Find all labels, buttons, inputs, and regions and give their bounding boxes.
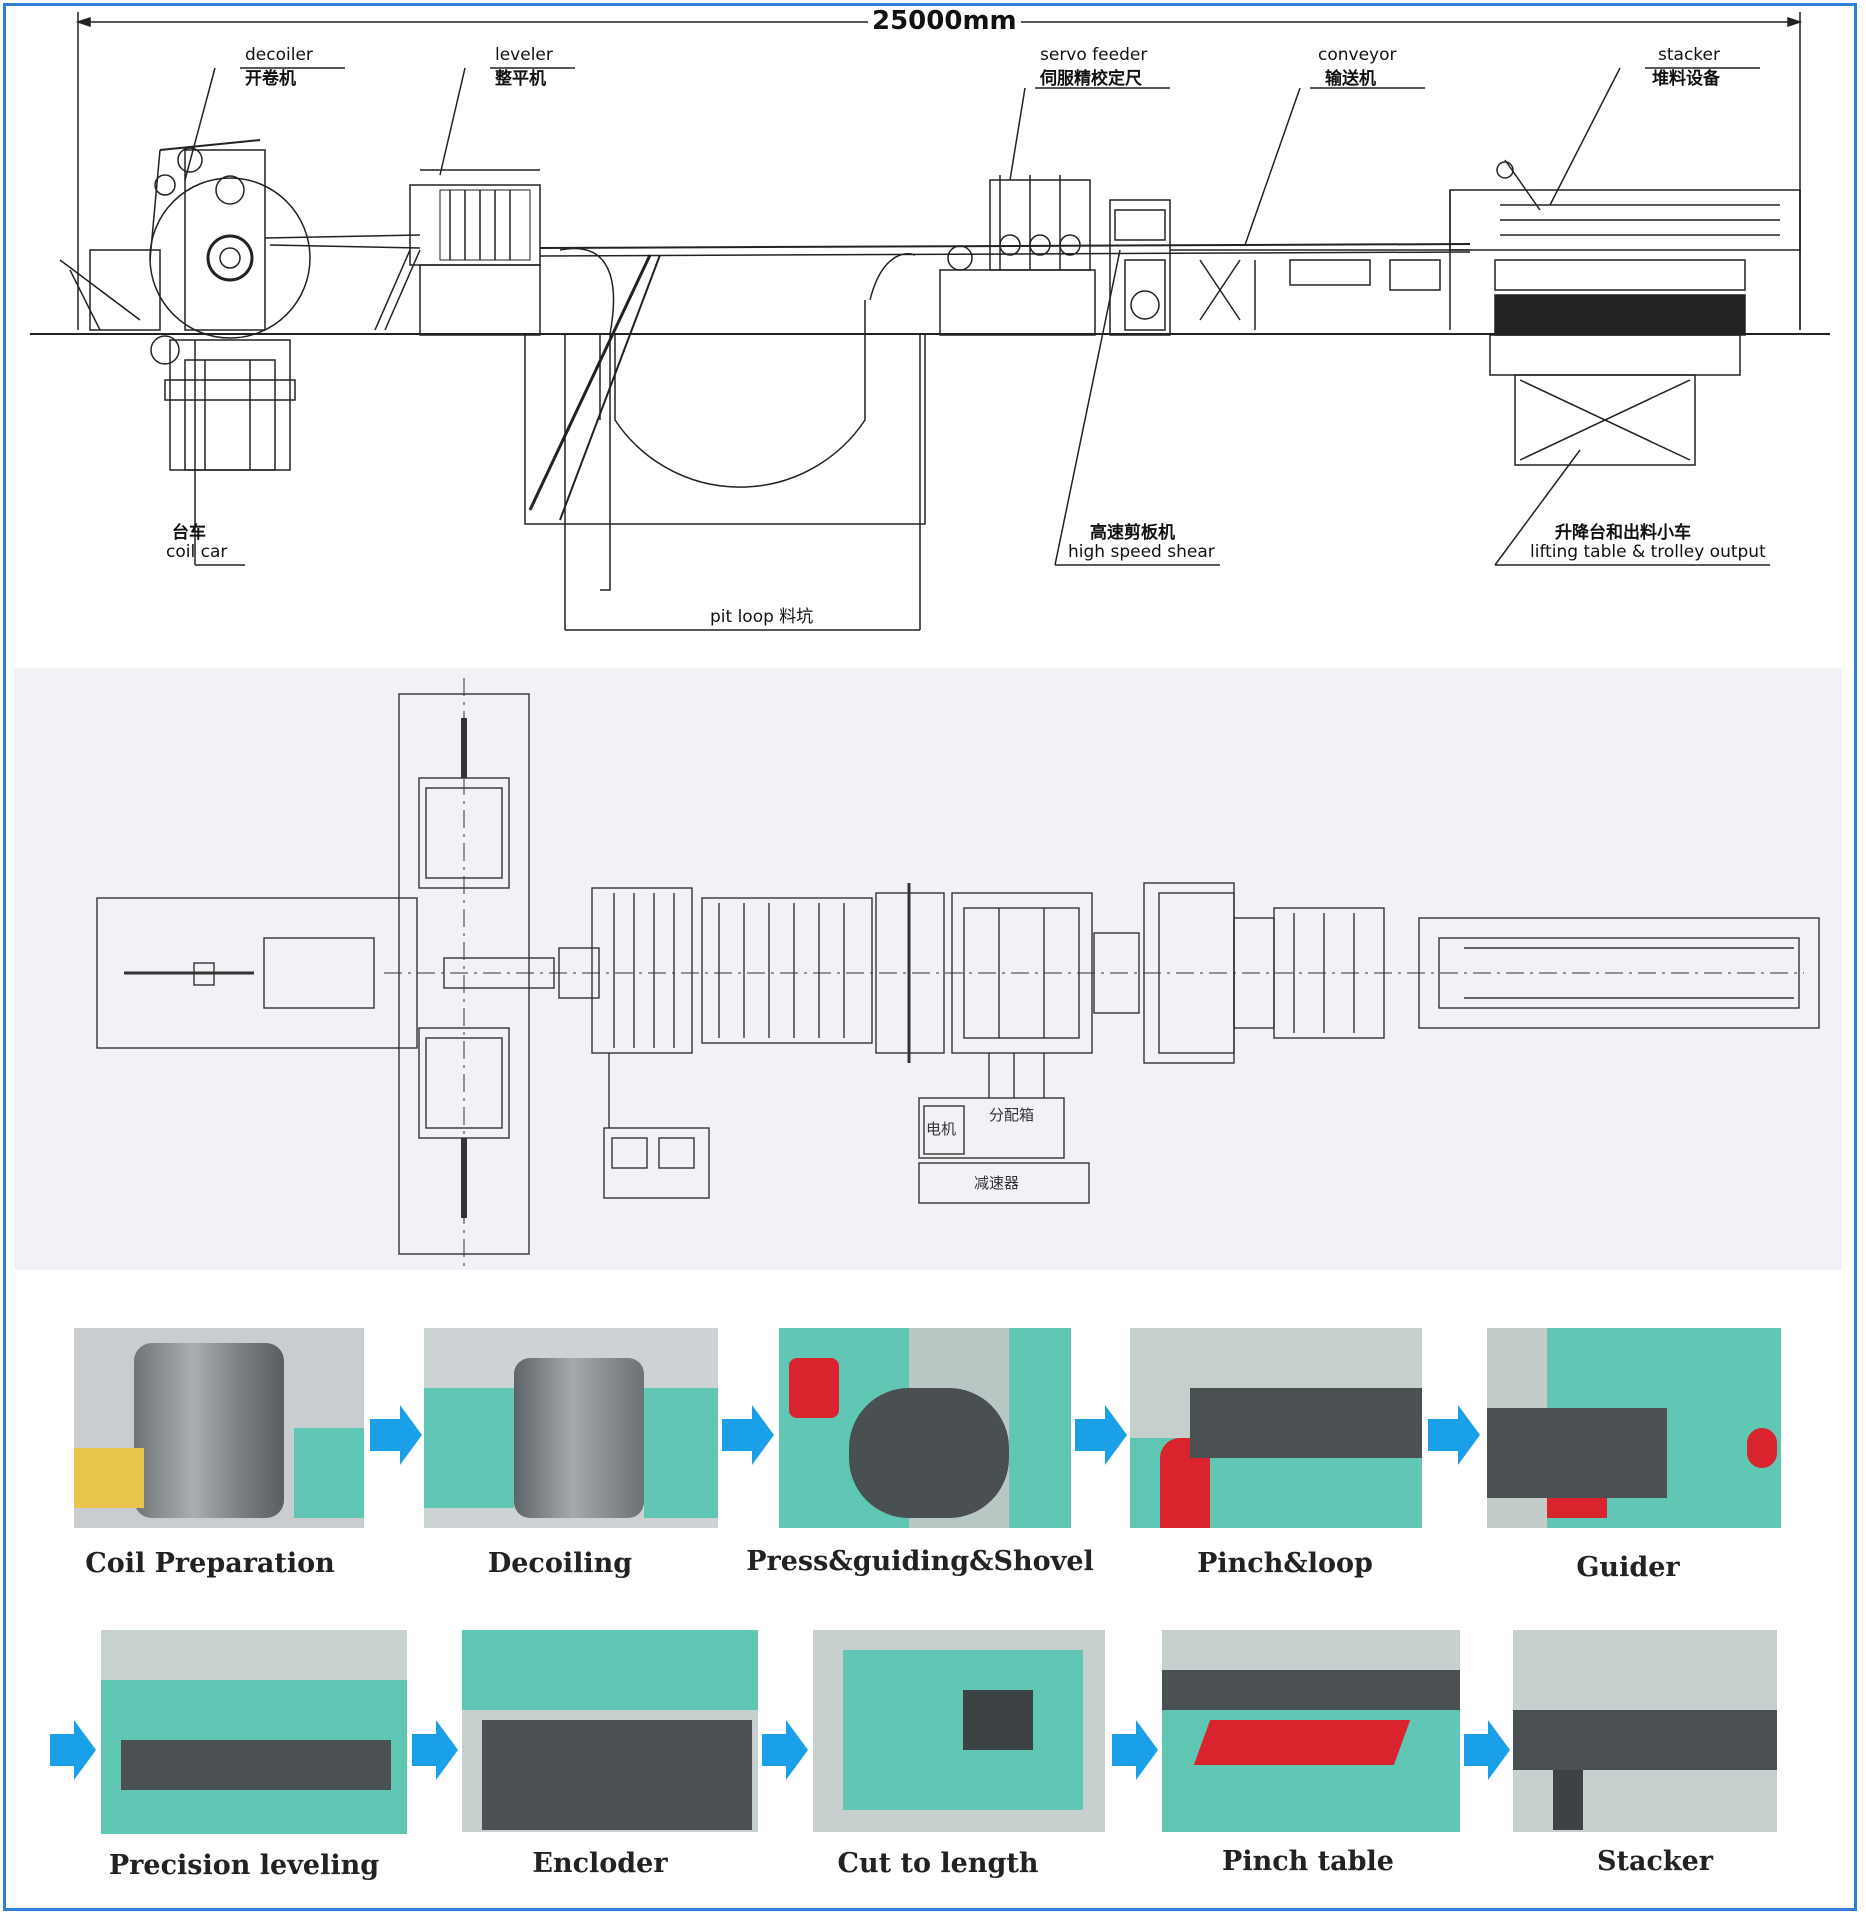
label-servo-en: servo feeder (1040, 45, 1148, 65)
label-shear-en: high speed shear (1068, 542, 1215, 562)
photo-cut-to-length (813, 1630, 1105, 1832)
label-conveyor-cn: 输送机 (1325, 69, 1376, 89)
label-coilcar-cn: 台车 (172, 523, 206, 543)
caption-guider: Guider (1576, 1552, 1680, 1583)
arrow-right-icon (412, 1720, 458, 1780)
plan-label-reducer: 减速器 (974, 1174, 1019, 1192)
arrow-right-icon (1075, 1405, 1127, 1465)
label-lifting-cn: 升降台和出料小车 (1555, 523, 1691, 543)
arrow-right-icon (762, 1720, 808, 1780)
caption-cut-to-length: Cut to length (837, 1848, 1039, 1879)
caption-pinch-table: Pinch table (1222, 1846, 1394, 1877)
arrow-right-icon (1428, 1405, 1480, 1465)
arrow-right-icon (1464, 1720, 1510, 1780)
plan-view-panel: 电机 分配箱 减速器 (14, 668, 1842, 1270)
plan-label-gearbox: 分配箱 (989, 1106, 1034, 1124)
label-pitloop: pit loop 料坑 (710, 607, 814, 627)
photo-precision-leveling (101, 1630, 407, 1834)
photo-guider (1487, 1328, 1781, 1528)
caption-precision-leveling: Precision leveling (108, 1850, 380, 1881)
label-lifting-en: lifting table & trolley output (1530, 542, 1766, 562)
photo-pinch-loop (1130, 1328, 1422, 1528)
caption-encloder: Encloder (532, 1848, 668, 1879)
photo-decoiling (424, 1328, 718, 1528)
arrow-right-icon (722, 1405, 774, 1465)
caption-decoiling: Decoiling (487, 1548, 633, 1579)
photo-coil-preparation (74, 1328, 364, 1528)
caption-pinch-loop: Pinch&loop (1197, 1548, 1373, 1579)
plan-view-drawing: 电机 分配箱 减速器 (96, 678, 1820, 1268)
outer-frame (3, 3, 1857, 1911)
label-servo-cn: 伺服精校定尺 (1040, 69, 1142, 89)
label-coilcar-en: coil car (166, 542, 228, 562)
caption-coil-preparation: Coil Preparation (85, 1548, 335, 1579)
total-length-dimension: 25000mm (868, 6, 1021, 36)
label-conveyor-en: conveyor (1318, 45, 1397, 65)
photo-encloder (462, 1630, 758, 1832)
caption-stacker: Stacker (1596, 1846, 1713, 1877)
label-decoiler-cn: 开卷机 (245, 69, 296, 89)
label-leveler-en: leveler (495, 45, 553, 65)
label-stacker-cn: 堆料设备 (1652, 69, 1720, 89)
side-elevation-drawing (30, 12, 1830, 631)
label-leveler-cn: 整平机 (495, 69, 546, 89)
arrow-right-icon (50, 1720, 96, 1780)
arrow-right-icon (370, 1405, 422, 1465)
photo-stacker (1513, 1630, 1777, 1832)
label-decoiler-en: decoiler (245, 45, 313, 65)
caption-press-guiding-shovel: Press&guiding&Shovel (746, 1546, 1094, 1577)
arrow-right-icon (1112, 1720, 1158, 1780)
plan-label-motor: 电机 (926, 1120, 956, 1138)
photo-press-guiding-shovel (779, 1328, 1071, 1528)
photo-pinch-table (1162, 1630, 1460, 1832)
label-shear-cn: 高速剪板机 (1090, 523, 1175, 543)
label-stacker-en: stacker (1658, 45, 1720, 65)
